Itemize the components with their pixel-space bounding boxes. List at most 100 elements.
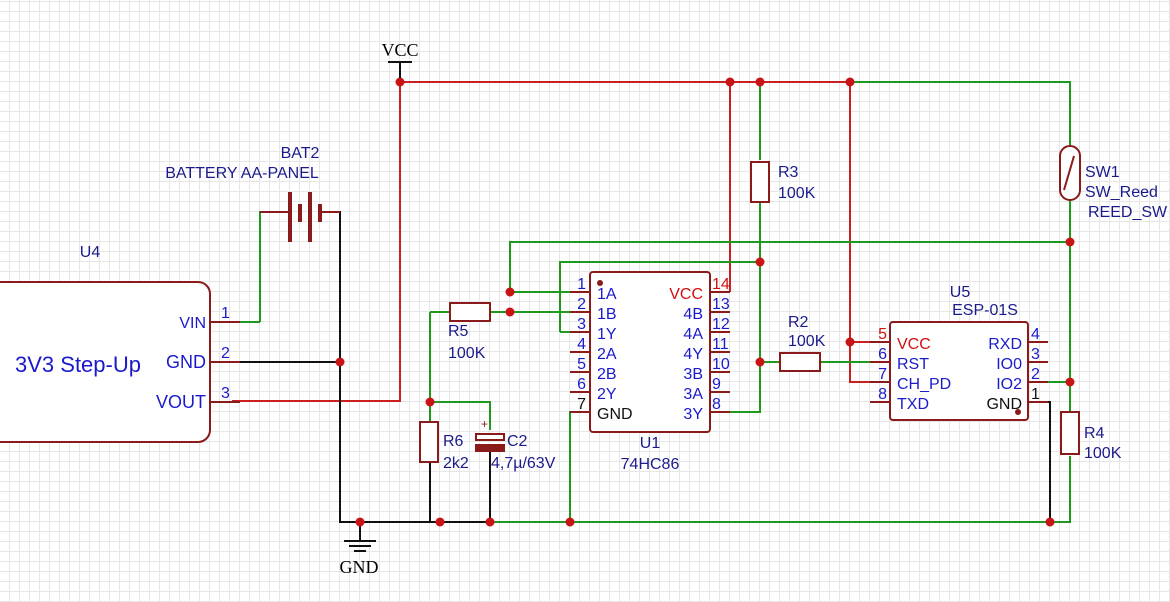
u1-pin-num: 14 [712, 276, 730, 293]
u5-value: ESP-01S [952, 302, 1018, 319]
resistor-r4[interactable]: R4 100K [1060, 411, 1122, 462]
u4-name: 3V3 Step-Up [15, 352, 141, 377]
u1-pin-name: 3A [683, 386, 703, 403]
u1-pin-num: 10 [712, 356, 730, 373]
u1-pin-name: 1B [597, 306, 617, 323]
u1-pin-name: VCC [669, 286, 703, 303]
u1-pin-name: 3Y [683, 406, 703, 423]
u1-pin-name: 3B [683, 366, 703, 383]
junction-dot [1065, 237, 1075, 247]
junction-dot [755, 77, 765, 87]
u1-pin-num: 8 [712, 396, 721, 413]
r5-ref: R5 [448, 323, 469, 340]
gnd-symbol[interactable]: GND [340, 540, 379, 577]
junctions [335, 77, 1075, 527]
junction-dot [845, 337, 855, 347]
junction-dot [425, 397, 435, 407]
u5-pin-num: 3 [1031, 346, 1040, 363]
junction-dot [395, 77, 405, 87]
gnd-label: GND [340, 557, 379, 577]
ic-u1-74hc86[interactable]: 1 2 3 4 5 6 7 1A 1B 1Y 2A 2B 2Y GND 14 1… [570, 271, 730, 473]
u5-pin-name: GND [986, 396, 1022, 413]
u1-pin-name: 4Y [683, 346, 703, 363]
stepup-module-u4[interactable]: U4 3V3 Step-Up 1 2 3 VIN GND VOUT [0, 244, 240, 443]
sw1-value2: REED_SW [1088, 204, 1168, 221]
u1-pin-name: 4B [683, 306, 703, 323]
junction-dot [1065, 377, 1075, 387]
c2-ref: C2 [507, 433, 528, 450]
u4-pin-num: 3 [221, 385, 230, 402]
u5-pin-name: TXD [897, 396, 929, 413]
reed-to-1a-wire [509, 241, 1070, 292]
u1-pin-name: 4A [683, 326, 703, 343]
battery-bat2[interactable]: BAT2 BATTERY AA-PANEL [165, 145, 340, 242]
bat2-value: BATTERY AA-PANEL [165, 165, 319, 182]
resistor-r6[interactable]: R6 2k2 [419, 421, 469, 472]
u4-pin-num: 1 [221, 305, 230, 322]
r4-ref: R4 [1084, 425, 1105, 442]
u1-pin-num: 9 [712, 376, 721, 393]
junction-dot [1045, 517, 1055, 527]
junction-dot [755, 257, 765, 267]
u1-pin-name: 2A [597, 346, 617, 363]
junction-dot [505, 307, 515, 317]
r2-ref: R2 [788, 314, 809, 331]
junction-dot [755, 357, 765, 367]
u4-pin-name: VOUT [156, 392, 206, 412]
u5-pin-name: RST [897, 356, 929, 373]
resistor-r3[interactable]: R3 100K [750, 161, 816, 203]
u5-pin-num: 1 [1031, 386, 1040, 403]
junction-dot [725, 77, 735, 87]
u5-pin-num: 5 [878, 326, 887, 343]
r4-value: 100K [1084, 445, 1122, 462]
junction-dot [505, 287, 515, 297]
u1-pin-name: 2B [597, 366, 617, 383]
junction-dot [335, 357, 345, 367]
u1-pin-num: 13 [712, 296, 730, 313]
u1-pin-num: 1 [577, 276, 586, 293]
u5-pin-num: 8 [878, 386, 887, 403]
u5-pin-name: IO0 [996, 356, 1022, 373]
c2-plus-icon: + [481, 417, 488, 431]
u1-pin-num: 5 [577, 356, 586, 373]
battery-plus-wire [259, 211, 280, 322]
vcc-label: VCC [381, 40, 418, 60]
reed-switch-sw1[interactable]: SW1 SW_Reed REED_SW [1059, 145, 1168, 221]
u1-pin-name: GND [597, 406, 633, 423]
u1-gnd-wire [569, 411, 590, 522]
sw1-value: SW_Reed [1085, 184, 1158, 201]
capacitor-c2[interactable]: + C2 4,7µ/63V [475, 417, 556, 472]
bat2-ref: BAT2 [281, 145, 320, 162]
r6-value: 2k2 [443, 455, 469, 472]
u1-pin-num: 7 [577, 396, 586, 413]
r3-value: 100K [778, 185, 816, 202]
u5-vcc-wire [849, 82, 880, 343]
r5-value: 100K [448, 345, 486, 362]
u4-pin-num: 2 [221, 345, 230, 362]
sw1-ref: SW1 [1085, 164, 1120, 181]
junction-dot [565, 517, 575, 527]
u5-pin-num: 4 [1031, 326, 1040, 343]
u4-ref: U4 [80, 244, 101, 261]
module-u5-esp01s[interactable]: 5 6 7 8 VCC RST CH_PD TXD 4 3 2 1 RXD IO… [870, 284, 1048, 421]
junction-dot [845, 77, 855, 87]
junction-dot [485, 517, 495, 527]
u4-pin-name: GND [166, 352, 206, 372]
c2-top-wire [430, 401, 491, 430]
u5-pin-num: 6 [878, 346, 887, 363]
u4-pin-name: VIN [179, 315, 206, 332]
reed-top-wire [850, 81, 1071, 150]
c2-value: 4,7µ/63V [491, 455, 556, 472]
vcc-symbol[interactable]: VCC [381, 40, 419, 78]
u1-1y-wire [559, 261, 760, 332]
u1-pin-num: 12 [712, 316, 730, 333]
u5-pin-name: IO2 [996, 376, 1022, 393]
u1-value: 74HC86 [621, 456, 680, 473]
gnd-rail-green-wire [490, 456, 1071, 523]
u1-pin-num: 11 [712, 336, 729, 353]
resistor-r2[interactable]: R2 100K [779, 314, 826, 372]
gnd-rail-wire [320, 211, 490, 523]
resistor-r5[interactable]: R5 100K [448, 302, 491, 362]
